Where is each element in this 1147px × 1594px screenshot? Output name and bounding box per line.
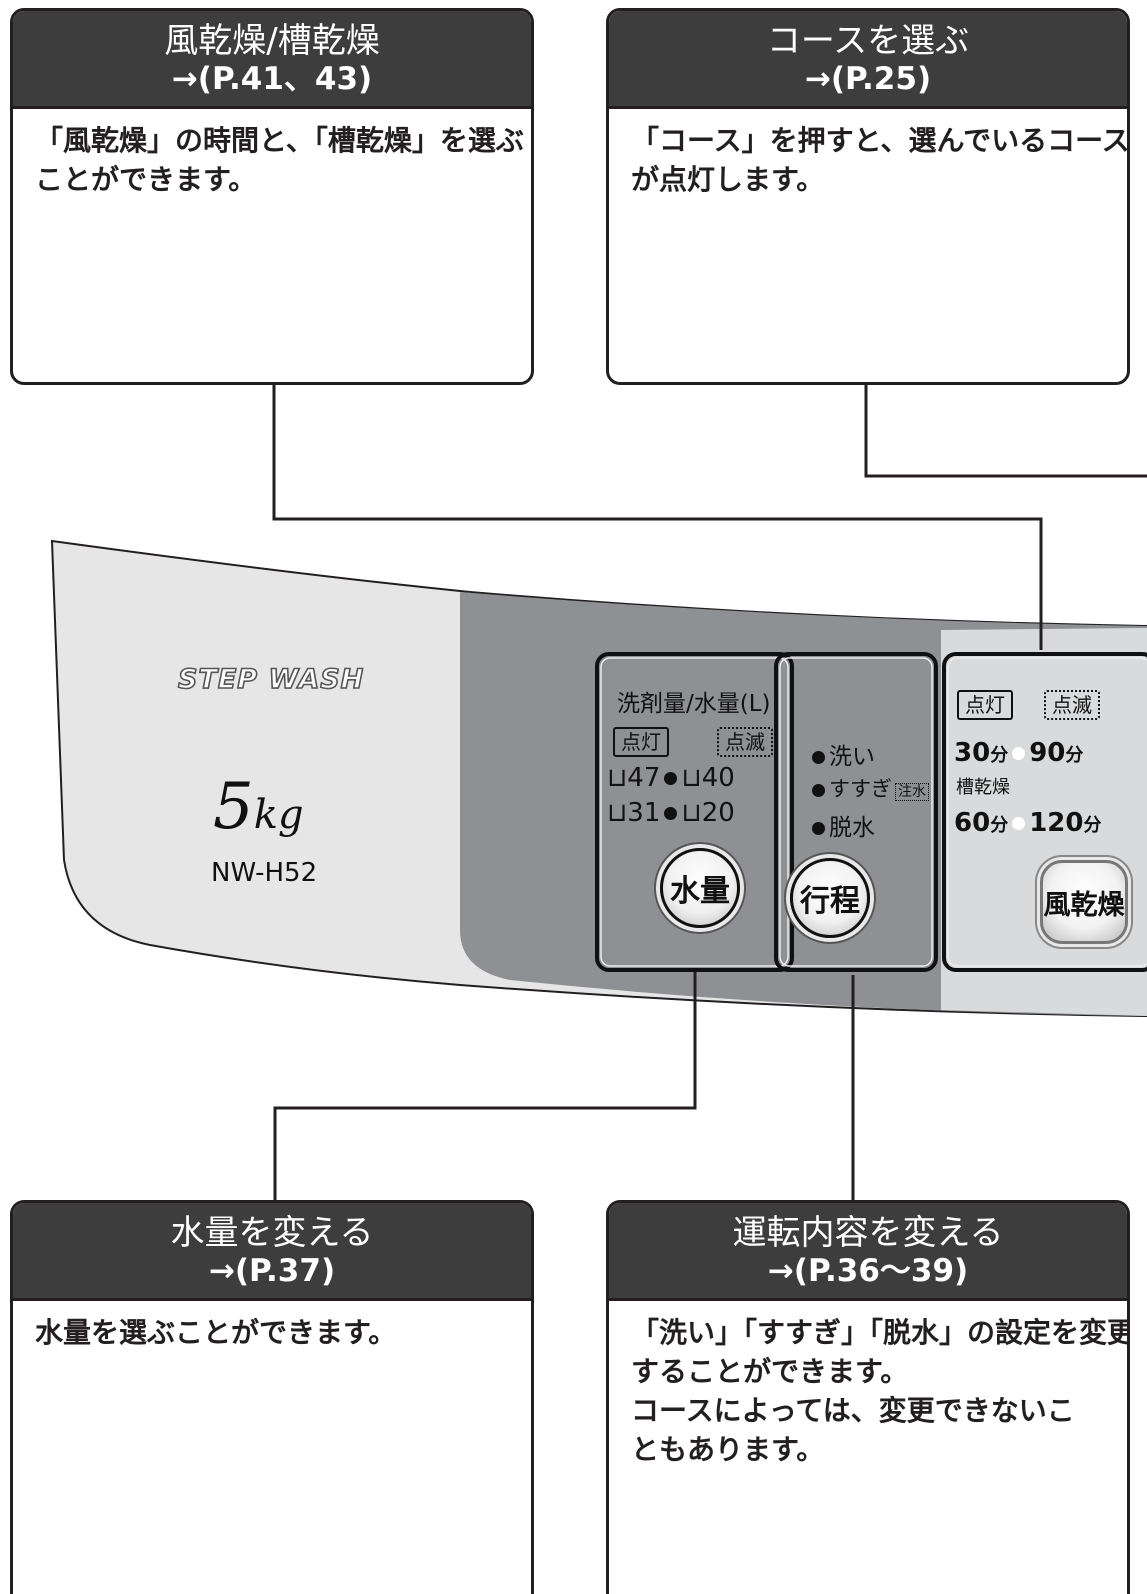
- callout-water: 水量を変える →(P.37) 水量を選ぶことができます。: [10, 1200, 534, 1594]
- water-level-row2: ⊔31⊔20: [607, 798, 735, 828]
- bucket-icon: ⊔: [681, 798, 702, 828]
- callout-dry-header: 風乾燥/槽乾燥 →(P.41、43): [13, 11, 531, 109]
- air-dry-button[interactable]: 風乾燥: [1040, 860, 1128, 944]
- water-lit-label: 点灯: [613, 727, 669, 757]
- program-button[interactable]: 行程: [790, 858, 870, 938]
- water-level-47: 47: [627, 763, 661, 793]
- callout-course-title: コースを選ぶ: [766, 21, 970, 61]
- callout-dry: 風乾燥/槽乾燥 →(P.41、43) 「風乾燥」の時間と、「槽乾燥」を選ぶ こと…: [10, 8, 534, 385]
- callout-program: 運転内容を変える →(P.36〜39) 「洗い」「すすぎ」「脱水」の設定を変更 …: [606, 1200, 1130, 1594]
- callout-course: コースを選ぶ →(P.25) 「コース」を押すと、選んでいるコース が点灯します…: [606, 8, 1130, 385]
- connector-dry: [272, 385, 1043, 650]
- callout-program-body: 「洗い」「すすぎ」「脱水」の設定を変更 することができます。 コースによっては、…: [631, 1316, 1130, 1466]
- brand-logo: STEP WASH: [177, 663, 365, 696]
- capacity-label: 5kg: [213, 770, 304, 844]
- led-indicator: [1012, 817, 1026, 830]
- program-wash: 洗い: [808, 737, 875, 771]
- water-level-row1: ⊔47⊔40: [607, 763, 735, 793]
- program-spin: 脱水: [808, 808, 875, 842]
- fill-tag: 注水: [895, 783, 929, 801]
- callout-course-body: 「コース」を押すと、選んでいるコース が点灯します。: [631, 124, 1130, 196]
- led-indicator: [812, 822, 825, 835]
- water-blink-label: 点滅: [717, 727, 773, 757]
- callout-course-page: →(P.25): [804, 61, 932, 97]
- callout-dry-body: 「風乾燥」の時間と、「槽乾燥」を選ぶ ことができます。: [35, 124, 524, 196]
- connector-water: [273, 972, 697, 1200]
- callout-water-title: 水量を変える: [170, 1213, 374, 1253]
- led-indicator: [812, 751, 825, 764]
- bucket-icon: ⊔: [607, 798, 628, 828]
- callout-program-page: →(P.36〜39): [767, 1253, 969, 1289]
- bucket-icon: ⊔: [607, 763, 628, 793]
- callout-water-page: →(P.37): [208, 1253, 336, 1289]
- tub-dry-label: 槽乾燥: [956, 777, 1010, 798]
- callout-dry-title: 風乾燥/槽乾燥: [164, 21, 380, 61]
- callout-water-header: 水量を変える →(P.37): [13, 1203, 531, 1301]
- led-indicator: [1012, 747, 1026, 760]
- led-indicator: [664, 807, 678, 820]
- callout-program-title: 運転内容を変える: [732, 1213, 1004, 1253]
- bucket-icon: ⊔: [681, 763, 702, 793]
- model-number: NW-H52: [211, 858, 318, 888]
- water-level-20: 20: [701, 798, 735, 828]
- callout-course-header: コースを選ぶ →(P.25): [609, 11, 1127, 109]
- connector-course: [864, 385, 1147, 478]
- callout-dry-page: →(P.41、43): [171, 61, 373, 97]
- dry-lit-label: 点灯: [957, 690, 1013, 720]
- program-rinse: すすぎ注水: [808, 773, 929, 803]
- callout-program-header: 運転内容を変える →(P.36〜39): [609, 1203, 1127, 1301]
- led-indicator: [664, 772, 678, 785]
- callout-water-body: 水量を選ぶことができます。: [35, 1316, 397, 1349]
- dry-blink-label: 点滅: [1044, 690, 1100, 720]
- water-heading: 洗剤量/水量(L): [617, 691, 771, 717]
- water-level-31: 31: [627, 798, 661, 828]
- led-indicator: [812, 783, 825, 797]
- water-level-button[interactable]: 水量: [660, 848, 740, 928]
- water-level-40: 40: [701, 763, 735, 793]
